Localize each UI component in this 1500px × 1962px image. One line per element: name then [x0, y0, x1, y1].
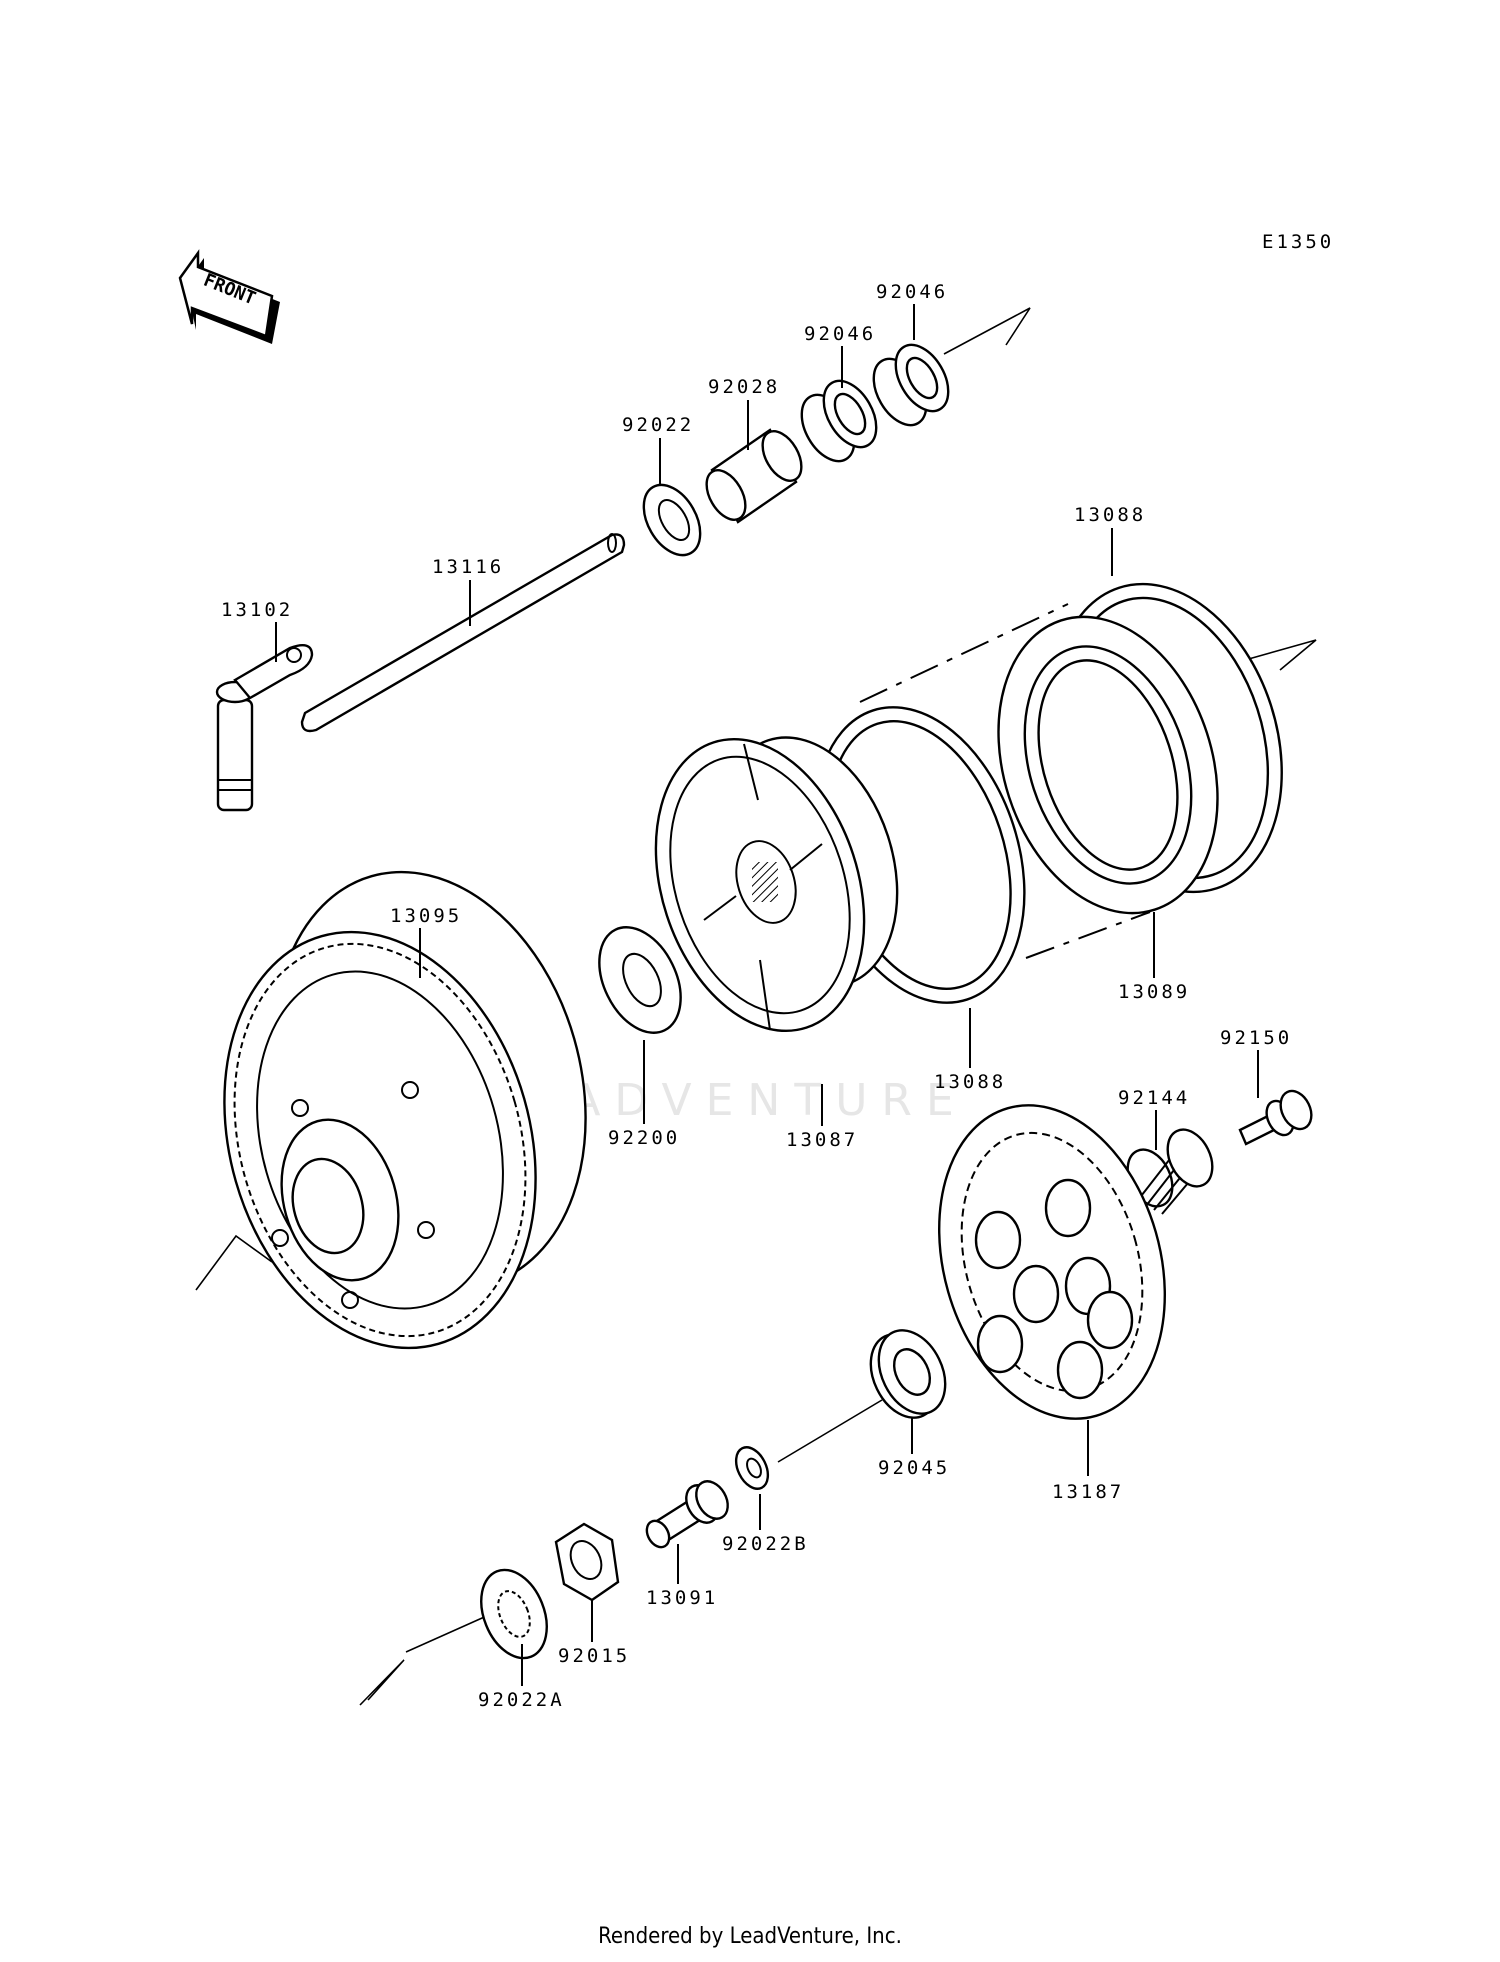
label-92150: 92150: [1220, 1027, 1292, 1049]
part-13087-clutch-hub: [654, 736, 899, 1033]
label-92046: 92046: [804, 323, 876, 345]
part-92015-nut: [554, 1522, 620, 1602]
label-92045: 92045: [878, 1457, 950, 1479]
part-13091-pusher: [645, 1480, 729, 1549]
label-13089: 13089: [1118, 981, 1190, 1003]
part-13102-lever: [215, 644, 314, 812]
part-92200-washer: [598, 926, 682, 1034]
footer-credit: Rendered by LeadVenture, Inc.: [598, 1924, 902, 1949]
part-13095-clutch-housing: [223, 870, 587, 1350]
label-13187: 13187: [1052, 1481, 1124, 1503]
part-92150-bolt: [1238, 1089, 1313, 1146]
part-13187-pressure-plate: [938, 1104, 1166, 1420]
label-92022B: 92022B: [722, 1533, 809, 1555]
part-13089-steel-plate: [997, 615, 1219, 915]
diagram-code: E1350: [1262, 231, 1334, 253]
label-13088: 13088: [934, 1071, 1006, 1093]
label-13087: 13087: [786, 1129, 858, 1151]
part-92022-washer: [642, 483, 702, 557]
label-92144: 92144: [1118, 1087, 1190, 1109]
label-13088-top: 13088: [1074, 504, 1146, 526]
front-arrow-icon: FRONT: [178, 249, 280, 344]
label-92200: 92200: [608, 1127, 680, 1149]
label-13116: 13116: [432, 556, 504, 578]
part-92028-sleeve: [705, 428, 803, 524]
label-92028: 92028: [708, 376, 780, 398]
part-92045-ball-bearing: [869, 1329, 947, 1419]
part-92022A-lock-washer: [480, 1568, 548, 1660]
label-13102: 13102: [221, 599, 293, 621]
part-13116-push-rod: [300, 533, 626, 733]
part-92046-needle-bearing-2: [872, 343, 950, 427]
label-13091: 13091: [646, 1587, 718, 1609]
label-92015: 92015: [558, 1645, 630, 1667]
label-13095: 13095: [390, 905, 462, 927]
label-92046-top: 92046: [876, 281, 948, 303]
part-92046-needle-bearing: [800, 379, 878, 463]
part-92022B-washer: [734, 1446, 770, 1490]
label-92022: 92022: [622, 414, 694, 436]
label-92022A: 92022A: [478, 1689, 565, 1711]
